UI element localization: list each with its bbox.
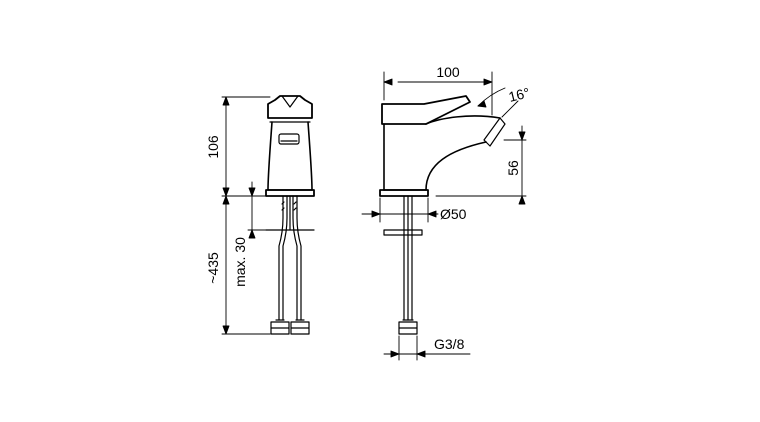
front-view	[265, 95, 315, 335]
label-height-upper: 106	[205, 135, 221, 159]
front-base	[265, 189, 315, 197]
front-hose-right	[292, 195, 302, 321]
label-thread: G3/8	[434, 336, 465, 352]
front-body	[267, 121, 313, 191]
front-nut-right	[290, 321, 310, 335]
label-spout-angle: 16°	[507, 84, 531, 105]
side-nut	[398, 321, 418, 335]
front-hose-left	[278, 195, 288, 321]
side-view	[379, 95, 506, 335]
front-aerator	[278, 133, 300, 145]
side-lever	[381, 95, 471, 125]
front-nut-left	[270, 321, 290, 335]
side-body	[383, 115, 501, 191]
label-spout-reach: 100	[436, 64, 460, 80]
front-handle-cap	[267, 95, 313, 119]
side-base	[379, 189, 429, 197]
label-max-note: max. 30	[232, 237, 248, 287]
side-tubes	[403, 195, 413, 321]
label-spout-height: 56	[505, 160, 521, 176]
dimension-labels: 106 ~435 max. 30 100 16° 56 Ø50 G3/8	[205, 64, 531, 352]
front-handle-notch	[281, 95, 299, 108]
dimension-lines	[221, 71, 527, 361]
side-spout-tip	[483, 117, 506, 147]
label-base-diameter: Ø50	[440, 206, 467, 222]
label-height-lower: ~435	[205, 252, 221, 284]
side-mount-plate	[383, 229, 423, 236]
